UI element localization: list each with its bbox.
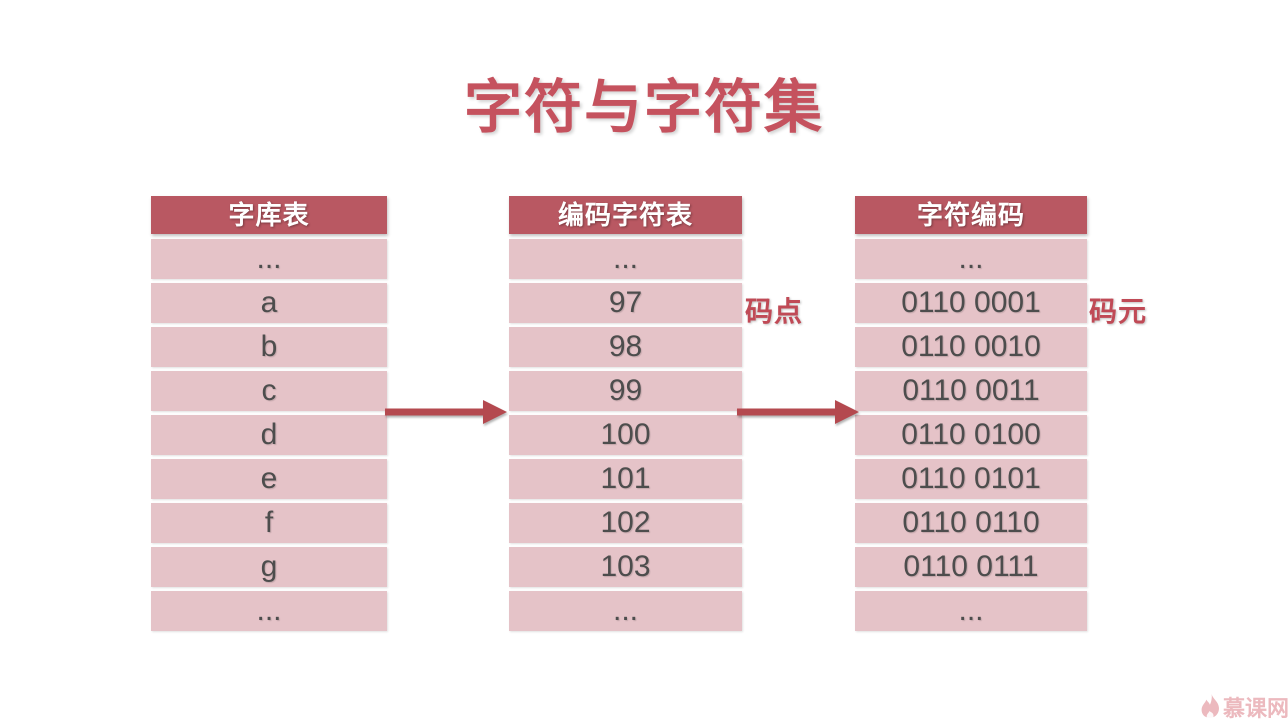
table-row: 98 [509, 327, 742, 367]
flame-icon [1201, 693, 1219, 720]
table-row: a [151, 283, 387, 323]
page-title: 字符与字符集 [463, 75, 824, 140]
table-row: 0110 0111 [855, 547, 1087, 587]
table-row: 0110 0011 [855, 371, 1087, 411]
table-row: ... [509, 591, 742, 631]
table-row: 0110 0101 [855, 459, 1087, 499]
table-coded-character-set: 编码字符表 ... 97 98 99 100 101 102 103 ... [509, 196, 742, 635]
table-row: 0110 0100 [855, 415, 1087, 455]
table-row: 102 [509, 503, 742, 543]
table-header: 字符编码 [855, 196, 1087, 234]
table-row: 101 [509, 459, 742, 499]
table-header: 编码字符表 [509, 196, 742, 234]
imooc-watermark-text: 慕课网 [1223, 696, 1288, 721]
table-row: 0110 0010 [855, 327, 1087, 367]
table-row: 100 [509, 415, 742, 455]
table-row: ... [855, 591, 1087, 631]
table-row: d [151, 415, 387, 455]
imooc-watermark: 慕课网 [1201, 691, 1288, 723]
table-row: ... [151, 591, 387, 631]
table-row: 0110 0110 [855, 503, 1087, 543]
table-row: g [151, 547, 387, 587]
table-row: e [151, 459, 387, 499]
table-row: ... [509, 239, 742, 279]
table-row: ... [855, 239, 1087, 279]
table-font-library: 字库表 ... a b c d e f g ... [151, 196, 387, 635]
code-point-label: 码点 [745, 296, 804, 327]
table-row: ... [151, 239, 387, 279]
table-row: 103 [509, 547, 742, 587]
table-row: c [151, 371, 387, 411]
arrow-right-icon [737, 400, 859, 424]
code-unit-label: 码元 [1089, 296, 1148, 327]
table-row: f [151, 503, 387, 543]
table-header: 字库表 [151, 196, 387, 234]
table-row: 99 [509, 371, 742, 411]
table-row: 0110 0001 [855, 283, 1087, 323]
table-character-encoding: 字符编码 ... 0110 0001 0110 0010 0110 0011 0… [855, 196, 1087, 635]
table-row: b [151, 327, 387, 367]
table-row: 97 [509, 283, 742, 323]
arrow-right-icon [385, 400, 507, 424]
